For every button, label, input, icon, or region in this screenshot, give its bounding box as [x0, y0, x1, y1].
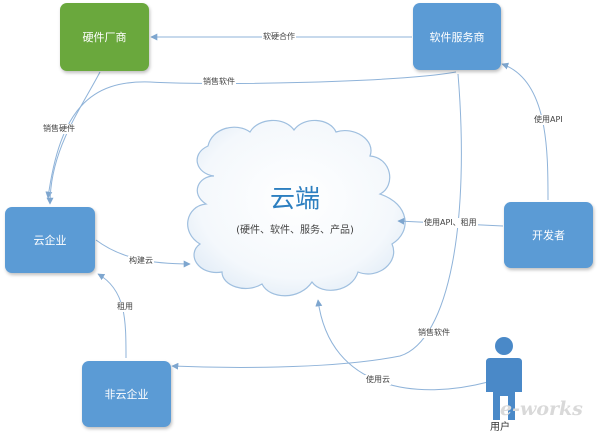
cloud-title: 云端 — [269, 184, 320, 213]
user-label: 用户 — [490, 422, 510, 433]
edge-rent — [97, 273, 127, 359]
node-cloud-enterprise[interactable]: 云企业 — [5, 207, 95, 273]
label-sell-software-bottom: 销售软件 — [417, 328, 451, 338]
label-sell-hardware: 销售硬件 — [42, 124, 76, 134]
edge-use-api — [501, 62, 549, 201]
label-use-api: 使用API — [533, 115, 564, 125]
watermark-logo: e-works — [500, 398, 583, 420]
cloud-shape — [187, 119, 406, 297]
edge-sell-software-bottom — [171, 73, 462, 370]
cloud-subtitle: (硬件、软件、服务、产品) — [236, 225, 354, 236]
person-icon-head — [495, 337, 513, 355]
node-non-cloud-enterprise[interactable]: 非云企业 — [82, 361, 171, 427]
label-use-cloud: 使用云 — [365, 375, 391, 385]
label-cooperation: 软硬合作 — [262, 32, 296, 42]
edge-sell-hardware — [46, 71, 101, 205]
node-software-vendor[interactable]: 软件服务商 — [413, 3, 501, 70]
label-rent: 租用 — [116, 302, 134, 312]
user-figure — [486, 337, 522, 420]
edge-use-cloud — [315, 299, 489, 391]
label-build-cloud: 构建云 — [128, 256, 154, 266]
label-use-api-rent: 使用API、租用 — [423, 218, 478, 228]
person-icon — [486, 358, 522, 420]
label-sell-software-top: 销售软件 — [202, 77, 236, 87]
node-hardware-vendor[interactable]: 硬件厂商 — [60, 3, 149, 71]
node-developer[interactable]: 开发者 — [504, 202, 593, 268]
